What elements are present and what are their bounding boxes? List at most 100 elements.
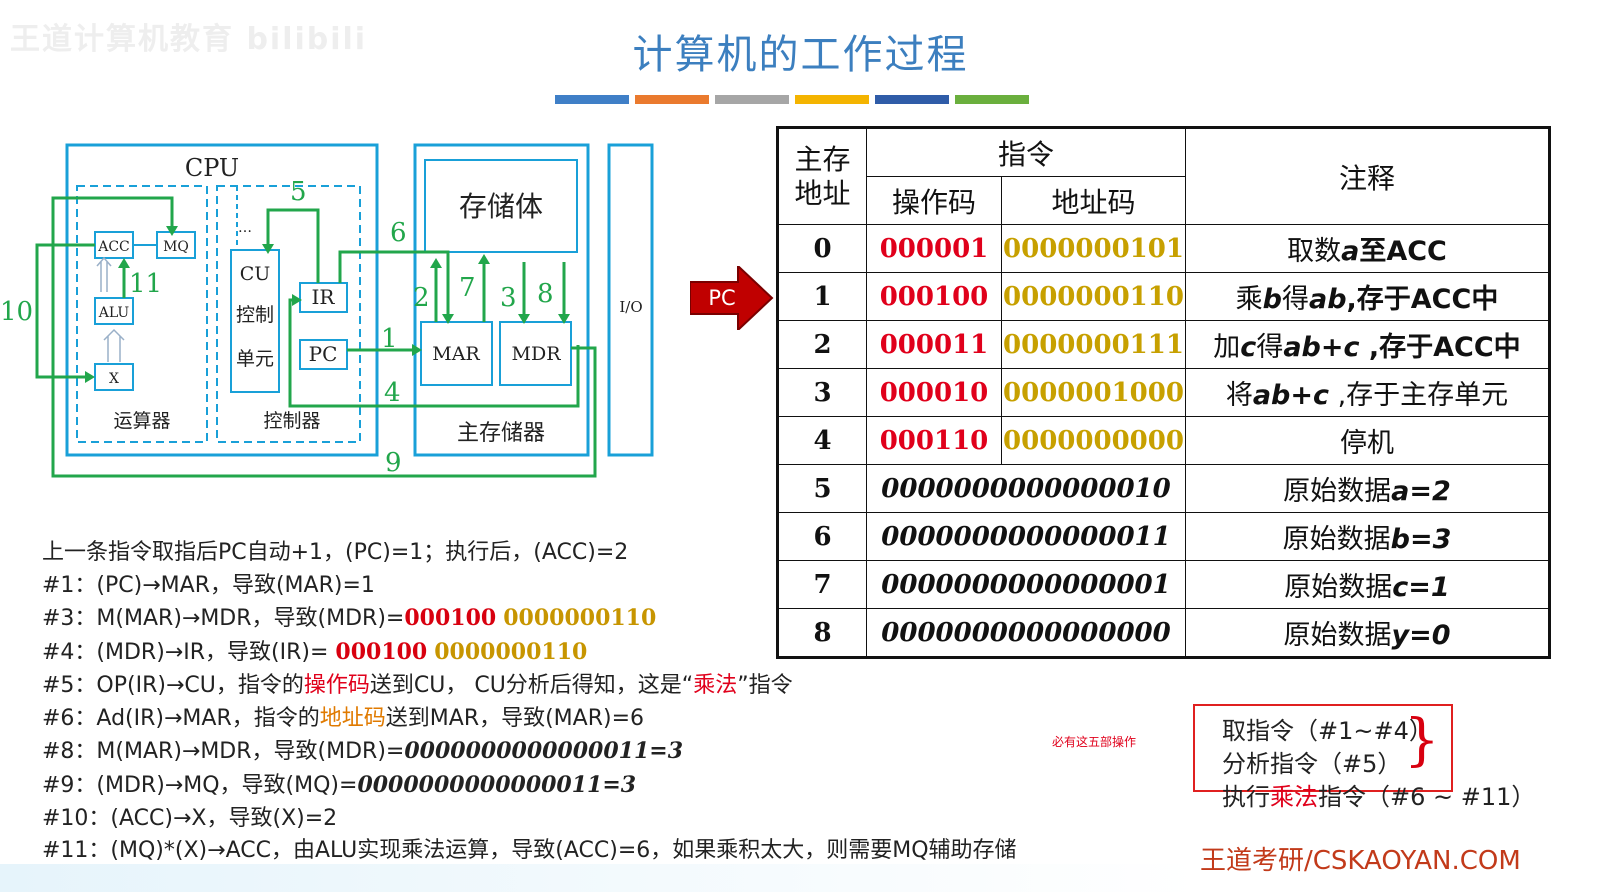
- table-row: 2 000011 0000000111 加c得ab+c ,存于ACC中: [777, 320, 1550, 369]
- main-memory-box: [413, 143, 590, 457]
- row-addrcode: 0000000111: [1001, 320, 1186, 369]
- path-number-8: 8: [537, 279, 554, 309]
- step-line: #8：M(MAR)→MDR，导致(MDR)=0000000000000011=3: [42, 738, 684, 765]
- color-segment: [715, 95, 789, 104]
- path-number-10: 10: [0, 297, 33, 327]
- pc-pointer-label: PC: [708, 286, 735, 310]
- io-box: [607, 143, 654, 457]
- instruction-phases: 取指令（#1~#4） 分析指令（#5） 执行乘法指令（#6 ~ #11）: [1222, 715, 1535, 814]
- data-paths: [35, 196, 597, 478]
- table-row: 8 0000000000000000 原始数据y=0: [777, 608, 1550, 658]
- path-number-3: 3: [500, 283, 517, 313]
- alu-label: ALU: [98, 305, 130, 321]
- pc-pointer-arrow: PC: [690, 266, 774, 330]
- alu-unit-label: 运算器: [113, 410, 170, 432]
- row-data: 0000000000000001: [866, 560, 1186, 609]
- color-segment: [875, 95, 949, 104]
- title-color-bar: [555, 95, 1029, 104]
- step-line: #3：M(MAR)→MDR，导致(MDR)=000100 0000000110: [42, 605, 657, 632]
- row-addrcode: 0000000101: [1001, 224, 1186, 273]
- pc-register: [299, 339, 348, 370]
- step-line: #6：Ad(IR)→MAR，指令的地址码送到MAR，导致(MAR)=6: [42, 705, 645, 731]
- ir-label: IR: [312, 285, 336, 309]
- row-addrcode: 0000000000: [1001, 416, 1186, 465]
- color-segment: [795, 95, 869, 104]
- header-comment: 注释: [1185, 127, 1550, 225]
- row-opcode: 000100: [866, 272, 1002, 321]
- pc-label: PC: [309, 342, 338, 366]
- cu-label-line2: 控制: [236, 304, 274, 326]
- execution-steps: 上一条指令取指后PC自动+1，(PC)=1；执行后，(ACC)=2 #1：(PC…: [42, 537, 1017, 868]
- acc-register: [94, 231, 134, 259]
- step-line: #4：(MDR)→IR，导致(IR)= 000100 0000000110: [42, 639, 588, 666]
- row-comment: 原始数据c=1: [1185, 560, 1550, 609]
- path-number-11: 11: [129, 269, 162, 299]
- storage-box: [424, 159, 578, 253]
- io-label: I/O: [619, 298, 642, 316]
- header-address: 主存 地址: [777, 127, 867, 225]
- path-number-1: 1: [381, 324, 398, 354]
- step-line: #10：(ACC)→X，导致(X)=2: [42, 805, 338, 831]
- cu-label-line3: 单元: [236, 348, 274, 370]
- row-opcode: 000001: [866, 224, 1002, 273]
- path-number-7: 7: [459, 273, 476, 303]
- x-label: X: [109, 371, 119, 387]
- table-row: 0 000001 0000000101 取数a至ACC: [777, 224, 1550, 273]
- row-data: 0000000000000011: [866, 512, 1186, 561]
- memory-instruction-table: 主存 地址 指令 注释 操作码 地址码 0 000001 0000000101 …: [776, 126, 1551, 659]
- curly-brace-icon: }: [1404, 708, 1440, 773]
- alu-unit-box: [76, 185, 208, 443]
- mdr-register: [499, 321, 572, 386]
- row-opcode: 000011: [866, 320, 1002, 369]
- row-address: 2: [777, 320, 867, 369]
- step-line: #9：(MDR)→MQ，导致(MQ)=0000000000000011=3: [42, 771, 637, 798]
- slide-title: 计算机的工作过程: [632, 32, 969, 78]
- row-comment: 原始数据a=2: [1185, 464, 1550, 513]
- color-segment: [955, 95, 1029, 104]
- row-comment: 将ab+c ,存于主存单元: [1185, 368, 1550, 417]
- row-address: 0: [777, 224, 867, 273]
- row-data: 0000000000000010: [866, 464, 1186, 513]
- cu-box: [230, 249, 280, 393]
- phases-highlight-box: [1193, 704, 1453, 792]
- step-line: 上一条指令取指后PC自动+1，(PC)=1；执行后，(ACC)=2: [42, 540, 629, 565]
- row-comment: 乘b得ab,存于ACC中: [1185, 272, 1550, 321]
- path-number-9: 9: [385, 448, 402, 478]
- row-address: 7: [777, 560, 867, 609]
- path-number-5: 5: [290, 177, 307, 207]
- table-row: 5 0000000000000010 原始数据a=2: [777, 464, 1550, 513]
- cpu-label: CPU: [185, 154, 239, 182]
- bottom-strip: [0, 864, 1200, 892]
- step-line: #1：(PC)→MAR，导致(MAR)=1: [42, 572, 375, 598]
- header-addrcode: 地址码: [1001, 176, 1186, 225]
- path-number-6: 6: [390, 218, 407, 248]
- row-address: 4: [777, 416, 867, 465]
- table-row: 7 0000000000000001 原始数据c=1: [777, 560, 1550, 609]
- cpu-box: [65, 143, 379, 457]
- row-data: 0000000000000000: [866, 608, 1186, 658]
- mq-label: MQ: [163, 239, 189, 255]
- row-address: 6: [777, 512, 867, 561]
- row-opcode: 000010: [866, 368, 1002, 417]
- ir-register: [299, 282, 348, 313]
- phase-execute: 执行乘法指令（#6 ~ #11）: [1222, 783, 1536, 811]
- path-number-2: 2: [413, 283, 430, 313]
- table-row: 4 000110 0000000000 停机: [777, 416, 1550, 465]
- cu-label: CU: [240, 263, 271, 285]
- color-segment: [635, 95, 709, 104]
- main-memory-label: 主存储器: [457, 421, 545, 446]
- row-address: 1: [777, 272, 867, 321]
- row-comment: 停机: [1185, 416, 1550, 465]
- step-line: #5：OP(IR)→CU，指令的操作码送到CU， CU分析后得知，这是“乘法”指…: [42, 672, 793, 698]
- arrowheads: [85, 226, 570, 383]
- row-opcode: 000110: [866, 416, 1002, 465]
- storage-label: 存储体: [459, 190, 543, 223]
- row-addrcode: 0000000110: [1001, 272, 1186, 321]
- mdr-label: MDR: [512, 343, 562, 365]
- step-line: #11：(MQ)*(X)→ACC，由ALU实现乘法运算，导致(ACC)=6，如果…: [42, 838, 1017, 864]
- table-row: 3 000010 0000001000 将ab+c ,存于主存单元: [777, 368, 1550, 417]
- alu-box: [94, 297, 134, 325]
- header-opcode: 操作码: [866, 176, 1002, 225]
- architecture-diagram: CPU 运算器 控制器 ACC MQ ALU X CU 控制 单元 … IR P…: [0, 143, 654, 478]
- acc-label: ACC: [97, 239, 130, 255]
